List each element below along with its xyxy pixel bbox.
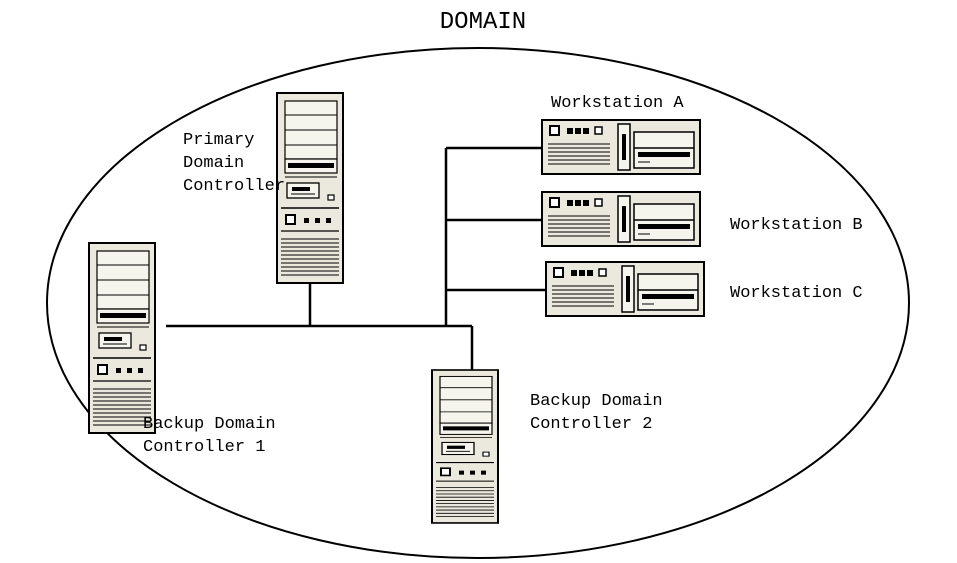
workstation-c-label: Workstation C — [730, 284, 863, 303]
backup-domain-controller-2[interactable]: Backup Domain Controller 2 — [431, 369, 663, 524]
bdc1-label-line2: Controller 1 — [143, 438, 265, 457]
bdc2-label-line2: Controller 2 — [530, 415, 652, 434]
backup-domain-controller-1[interactable]: Backup Domain Controller 1 — [88, 242, 276, 457]
primary-domain-controller[interactable]: Primary Domain Controller — [183, 92, 344, 284]
domain-boundary — [46, 47, 910, 559]
desktop-workstation-icon — [541, 191, 701, 247]
tower-server-icon — [88, 242, 156, 434]
pdc-label-line3: Controller — [183, 177, 285, 196]
workstation-b[interactable]: Workstation B — [541, 191, 863, 247]
tower-server-icon — [276, 92, 344, 284]
diagram-title: DOMAIN — [440, 9, 526, 36]
network-links — [166, 146, 546, 370]
pdc-label-line2: Domain — [183, 154, 244, 173]
tower-server-icon — [431, 369, 499, 524]
workstation-a-label: Workstation A — [551, 94, 684, 113]
workstation-c[interactable]: Workstation C — [545, 261, 863, 317]
desktop-workstation-icon — [541, 119, 701, 175]
workstation-b-label: Workstation B — [730, 216, 863, 235]
bdc2-label-line1: Backup Domain — [530, 392, 663, 411]
pdc-label-line1: Primary — [183, 131, 254, 150]
desktop-workstation-icon — [545, 261, 705, 317]
workstation-a[interactable]: Workstation A — [541, 94, 701, 175]
bdc1-label-line1: Backup Domain — [143, 415, 276, 434]
